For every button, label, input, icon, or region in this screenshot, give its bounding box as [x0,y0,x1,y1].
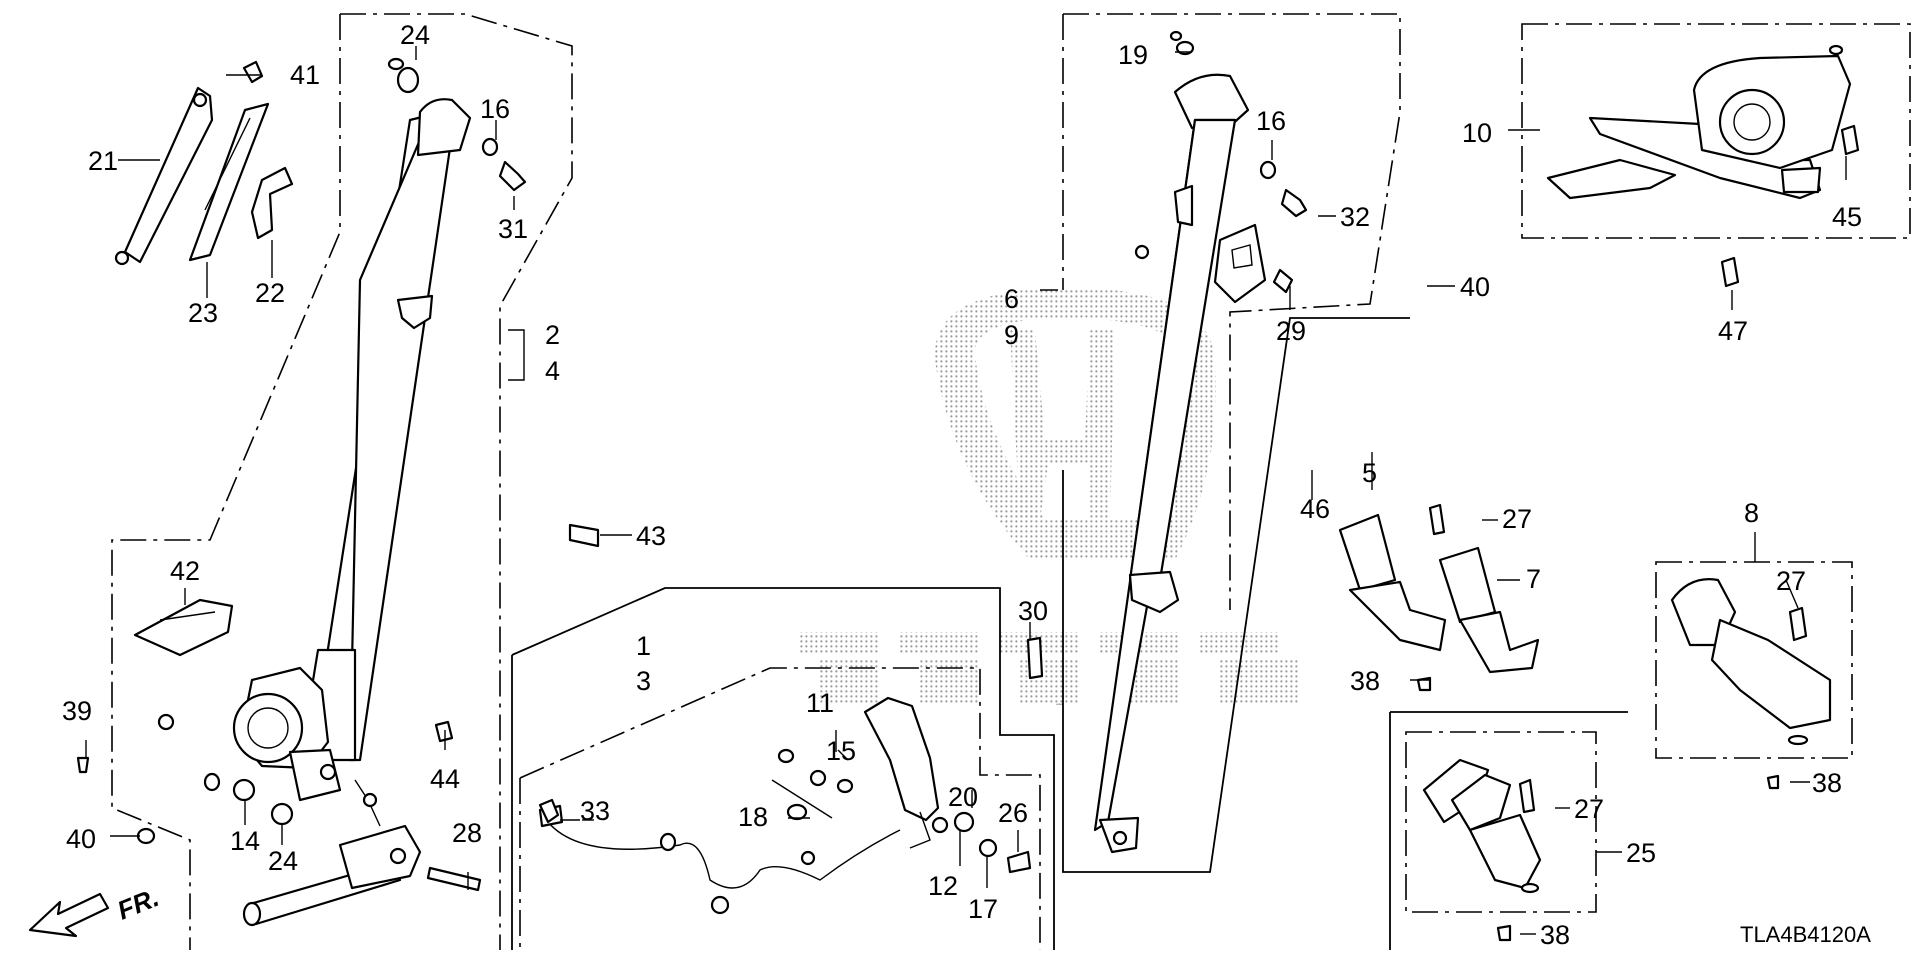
callout-40-right: 40 [1460,272,1490,302]
buckle-harness [538,636,1044,915]
callout-46: 46 [1300,494,1330,524]
callout-15: 15 [826,736,856,766]
callout-19: 19 [1118,40,1148,70]
callout-45: 45 [1832,202,1862,232]
front-seat-belt-2-4 [232,98,472,927]
callout-1: 1 [636,631,651,661]
callout-20: 20 [948,782,978,812]
callout-23: 23 [188,298,218,328]
honda-watermark: HONDA [800,287,1300,706]
callout-26: 26 [998,798,1028,828]
callout-7: 7 [1526,564,1541,594]
callout-21: 21 [88,146,118,176]
buckle-25 [1422,758,1542,942]
leader-lines [85,46,1847,935]
front-direction-arrow: FR. [28,882,163,938]
rear-seat-belt-6-9 [1093,30,1308,854]
callout-6: 6 [1004,284,1019,314]
callout-2: 2 [545,320,560,350]
callout-4: 4 [545,356,560,386]
rear-buckle-group-outline [511,587,1055,950]
callout-24-upper: 24 [400,20,430,50]
upper-anchor-bracket-group [114,86,294,266]
callout-27-b: 27 [1776,566,1806,596]
callout-27-a: 27 [1502,504,1532,534]
callout-38-b: 38 [1812,768,1842,798]
callout-3: 3 [636,666,651,696]
callout-14: 14 [230,826,260,856]
callout-42: 42 [170,556,200,586]
retractor-10-outline [1521,23,1911,239]
callout-10: 10 [1462,118,1492,148]
retractor-10 [1546,44,1860,288]
callout-27-c: 27 [1574,794,1604,824]
callout-41: 41 [290,60,320,90]
callout-11: 11 [806,688,834,718]
buckle-8 [1670,578,1832,790]
rear-outline [1062,13,1410,873]
callout-25: 25 [1626,838,1656,868]
watermark-text: HONDA [1056,703,1064,706]
callout-16-right: 16 [1256,106,1286,136]
callout-12: 12 [928,871,958,901]
callout-18: 18 [738,802,768,832]
left-hardware [76,57,600,892]
callout-17: 17 [968,894,998,924]
callout-47: 47 [1718,316,1748,346]
callout-16-left: 16 [480,94,510,124]
callout-43: 43 [636,521,666,551]
diagram-part-code: TLA4B4120A [1740,922,1871,947]
callout-28: 28 [452,818,482,848]
buckle-25-outline [1389,711,1628,950]
callout-24-lower: 24 [268,846,298,876]
front-label: FR. [113,882,163,926]
callout-22: 22 [255,278,285,308]
callout-39: 39 [62,696,92,726]
callout-32: 32 [1340,202,1370,232]
callout-40-left: 40 [66,824,96,854]
callout-44: 44 [430,764,460,794]
left-assembly-outline [111,13,573,950]
callouts: 41 21 23 22 24 16 31 42 39 40 14 24 44 2… [62,20,1862,950]
callout-9: 9 [1004,320,1019,350]
callout-29: 29 [1276,316,1306,346]
callout-38-a: 38 [1350,666,1380,696]
callout-8: 8 [1744,498,1759,528]
callout-30: 30 [1018,596,1048,626]
callout-5: 5 [1362,458,1377,488]
callout-33: 33 [580,796,610,826]
callout-38-c: 38 [1540,920,1570,950]
bracket-42 [133,598,234,657]
buckle-5-7 [1338,503,1540,692]
callout-31: 31 [498,214,528,244]
